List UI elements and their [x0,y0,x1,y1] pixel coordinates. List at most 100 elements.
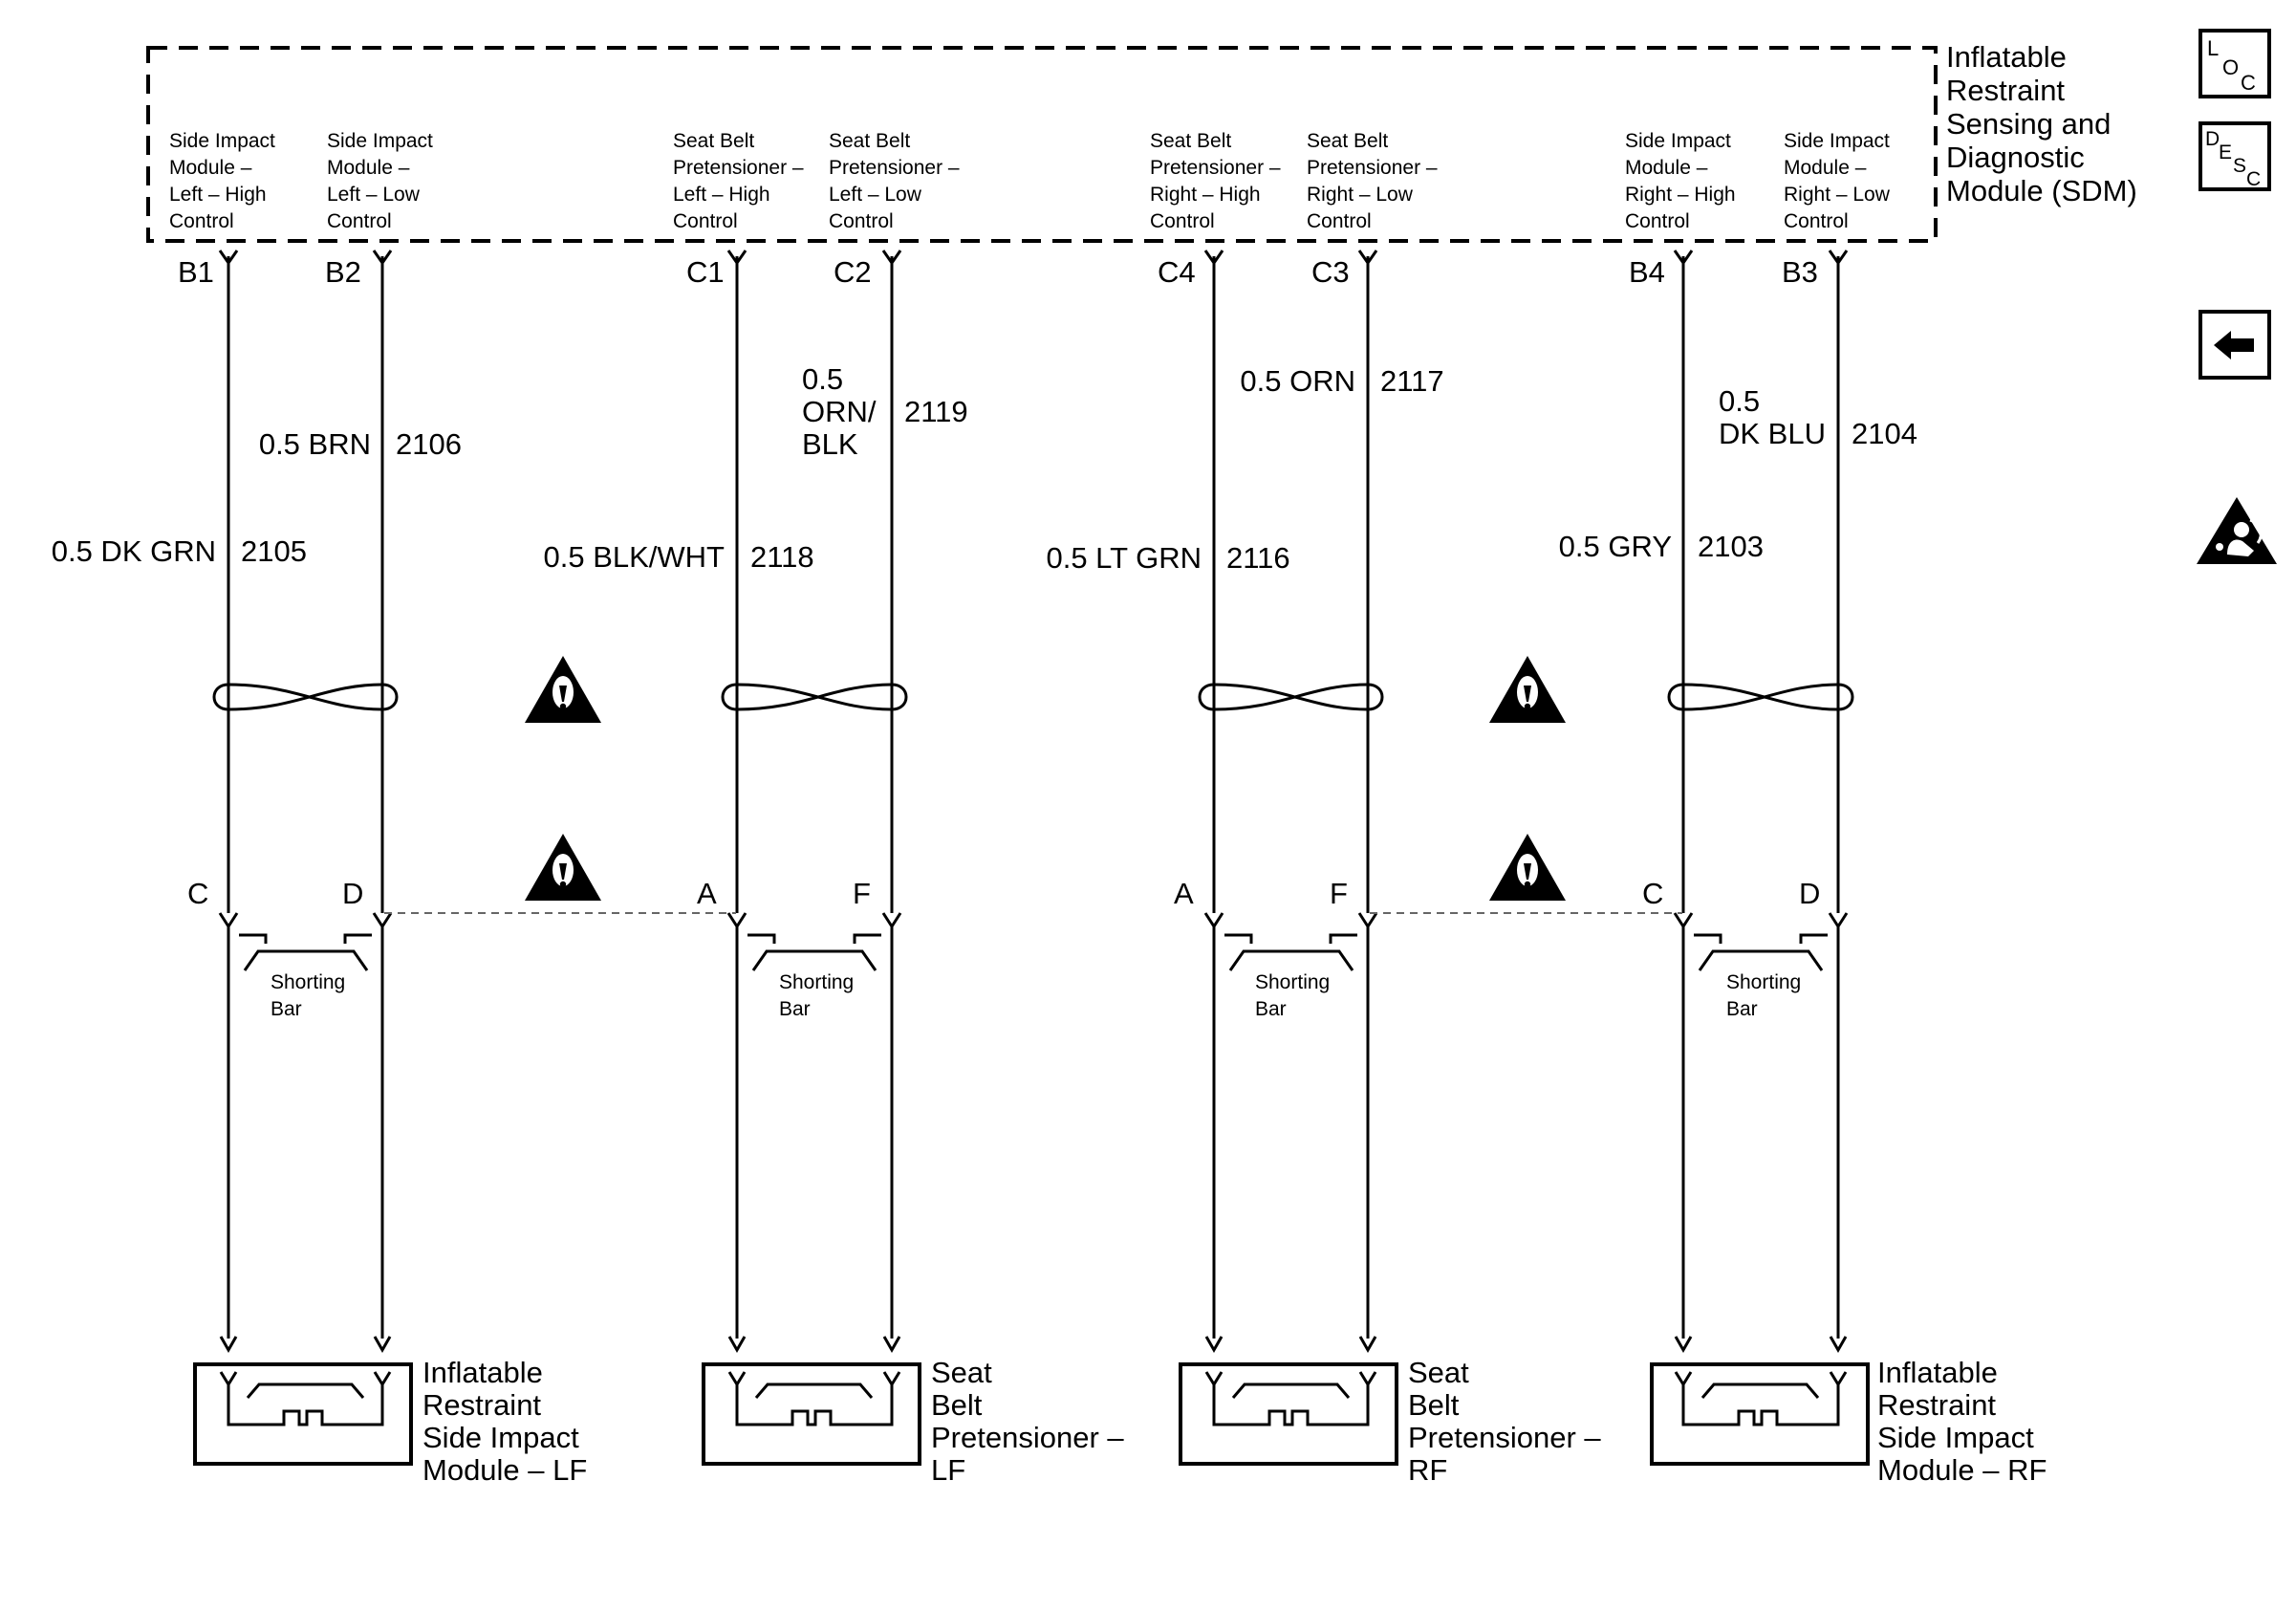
pin-label-c4: Seat Belt Pretensioner – Right – High Co… [1150,130,1281,232]
svg-text:Control: Control [1784,210,1849,232]
loc-letter: C [2241,71,2256,95]
shorting-bar [1224,933,1357,971]
sdm-title: Inflatable Restraint Sensing and Diagnos… [1946,40,2137,207]
wire-2106 [372,250,393,1354]
svg-text:Pretensioner –: Pretensioner – [673,157,804,179]
loc-letter: L [2207,36,2219,60]
circuit-number-2105: 2105 [241,534,307,568]
circuit-number-2103: 2103 [1698,530,1764,563]
svg-text:ORN/: ORN/ [802,395,877,428]
terminal-c4: C4 [1158,255,1196,289]
twisted-pair-icon [212,683,399,711]
sdm-title-line: Module (SDM) [1946,174,2137,207]
warning-triangle-icon [1489,656,1566,723]
sdm-title-line: Restraint [1946,74,2065,107]
terminal-c1: C1 [686,255,725,289]
twisted-pair-icon [1667,683,1854,711]
warning-triangle-icon [525,834,601,901]
wire-2103 [1673,250,1694,1354]
svg-text:Right – High: Right – High [1150,184,1261,206]
wire-2119 [881,250,902,1354]
svg-text:Control: Control [169,210,234,232]
svg-text:Left – Low: Left – Low [829,184,922,206]
connector-terminal-a: A [1174,877,1194,910]
component-label: Restraint [422,1388,541,1422]
desc-button[interactable]: D E S C [2199,121,2271,191]
connector-terminal-c: C [187,877,208,910]
component-label: Side Impact [1877,1421,2034,1454]
wire-color-2116: 0.5 LT GRN [1046,541,1202,575]
loc-letter: O [2222,55,2239,79]
svg-text:Seat Belt: Seat Belt [829,130,910,152]
sdm-module-box [146,46,1938,243]
terminal-b4: B4 [1629,255,1665,289]
component-label: Seat [1408,1356,1469,1389]
loc-button[interactable]: L O C [2199,29,2271,98]
circuit-number-2104: 2104 [1852,417,1917,450]
component-label: Belt [931,1388,983,1422]
shorting-bar-label: Bar [271,998,302,1020]
component-label: Pretensioner – [931,1421,1124,1454]
wire-2116 [1203,250,1224,1354]
back-button[interactable] [2199,310,2271,380]
pin-label-c2: Seat Belt Pretensioner – Left – Low Cont… [829,130,960,232]
circuit-number-2119: 2119 [904,395,968,428]
desc-letter: C [2246,168,2261,190]
connector-terminal-f: F [1330,877,1348,910]
shorting-bar [1694,933,1828,971]
wire-color-2106: 0.5 BRN [259,427,371,461]
svg-text:Control: Control [1307,210,1372,232]
svg-text:Right – Low: Right – Low [1784,184,1891,206]
circuit-number-2117: 2117 [1380,364,1444,398]
svg-text:Seat Belt: Seat Belt [1150,130,1231,152]
svg-text:Pretensioner –: Pretensioner – [1307,157,1438,179]
svg-text:Module –: Module – [327,157,410,179]
svg-text:Control: Control [1150,210,1215,232]
connector-terminal-d: D [1799,877,1820,910]
airbag-button[interactable] [2197,497,2277,564]
twisted-pair-icon [1198,683,1384,711]
svg-text:BLK: BLK [802,427,858,461]
component-label: Belt [1408,1388,1460,1422]
svg-text:Left – High: Left – High [169,184,267,206]
svg-text:Control: Control [829,210,894,232]
back-arrow-icon [2214,331,2254,359]
warning-triangle-icon [1489,834,1566,901]
pin-label-c3: Seat Belt Pretensioner – Right – Low Con… [1307,130,1438,232]
connector-terminal-f: F [853,877,871,910]
shorting-bar-label: Shorting [779,971,854,993]
pin-label-b4: Side Impact Module – Right – High Contro… [1625,130,1736,232]
shorting-bar-label: Bar [1255,998,1287,1020]
circuit-group-side-impact-lf: Side Impact Module – Left – High Control… [52,130,588,1487]
component-label: Restraint [1877,1388,1996,1422]
svg-text:Left – High: Left – High [673,184,770,206]
connector-terminal-a: A [697,877,717,910]
wire-2104 [1828,250,1849,1354]
wire-color-2103: 0.5 GRY [1559,530,1672,563]
shorting-bar [747,933,881,971]
sdm-title-line: Inflatable [1946,40,2067,74]
component-label: Inflatable [1877,1356,1998,1389]
component-label: Module – LF [422,1453,587,1487]
svg-text:DK BLU: DK BLU [1719,417,1826,450]
desc-letter: E [2219,142,2232,163]
desc-letter: D [2205,128,2220,150]
connector-terminal-d: D [342,877,363,910]
component-label: LF [931,1453,965,1487]
svg-text:0.5: 0.5 [1719,384,1760,418]
sdm-title-line: Sensing and [1946,107,2111,141]
svg-text:Pretensioner –: Pretensioner – [829,157,960,179]
svg-text:Side Impact: Side Impact [169,130,275,152]
terminal-b1: B1 [178,255,214,289]
svg-text:Side Impact: Side Impact [327,130,433,152]
pin-label-b1: Side Impact Module – Left – High Control [169,130,275,232]
twisted-pair-icon [721,683,908,711]
shorting-bar-label: Shorting [271,971,345,993]
shorting-bar-label: Shorting [1726,971,1801,993]
svg-text:Right – Low: Right – Low [1307,184,1414,206]
svg-text:Module –: Module – [169,157,252,179]
connector-terminal-c: C [1642,877,1663,910]
component-label: RF [1408,1453,1447,1487]
svg-text:Control: Control [1625,210,1690,232]
